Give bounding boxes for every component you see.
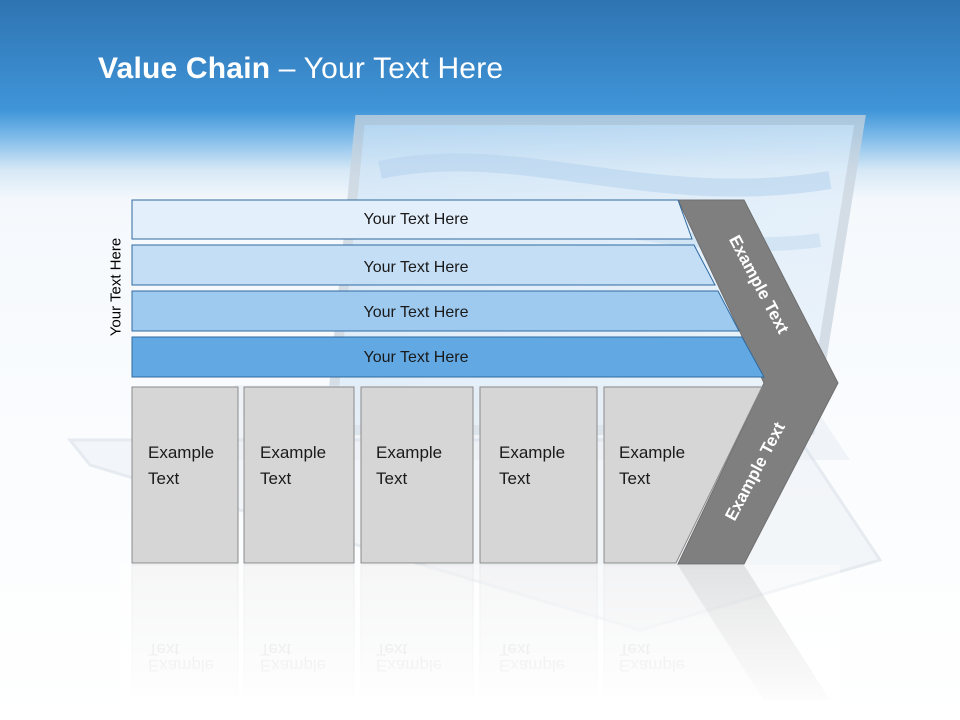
title-bold: Value Chain — [98, 52, 271, 85]
cells-group: Example Text Example Text Example Text E… — [131, 386, 763, 564]
cell-3-line2: Text — [376, 469, 407, 488]
slide-title: Value Chain – Your Text Here — [98, 52, 503, 86]
cell-2[interactable] — [243, 386, 355, 564]
chevron-arrow — [677, 199, 839, 565]
bar-4-label: Your Text Here — [364, 349, 469, 366]
bar-4[interactable] — [131, 336, 765, 378]
reflection-fade — [120, 565, 840, 715]
bar-1[interactable] — [131, 199, 693, 240]
cell-4-line2: Text — [499, 469, 530, 488]
cell-1-line1: Example — [148, 443, 214, 462]
bars-group: Your Text Here Your Text Here Your Text … — [131, 199, 765, 378]
cell-3[interactable] — [360, 386, 474, 564]
cell-1[interactable] — [131, 386, 239, 564]
bar-2[interactable] — [131, 244, 716, 286]
cell-1-line2: Text — [148, 469, 179, 488]
cell-5[interactable] — [603, 386, 763, 564]
cell-5-line2: Text — [619, 469, 650, 488]
cell-4-line1: Example — [499, 443, 565, 462]
cell-3-line1: Example — [376, 443, 442, 462]
bar-3-label: Your Text Here — [364, 304, 469, 321]
cell-5-line1: Example — [619, 443, 685, 462]
bar-1-label: Your Text Here — [364, 211, 469, 228]
bar-2-label: Your Text Here — [364, 259, 469, 276]
bar-3[interactable] — [131, 290, 740, 332]
title-rest: – Your Text Here — [270, 52, 504, 85]
cell-2-line2: Text — [260, 469, 291, 488]
cell-2-line1: Example — [260, 443, 326, 462]
cell-4[interactable] — [479, 386, 598, 564]
